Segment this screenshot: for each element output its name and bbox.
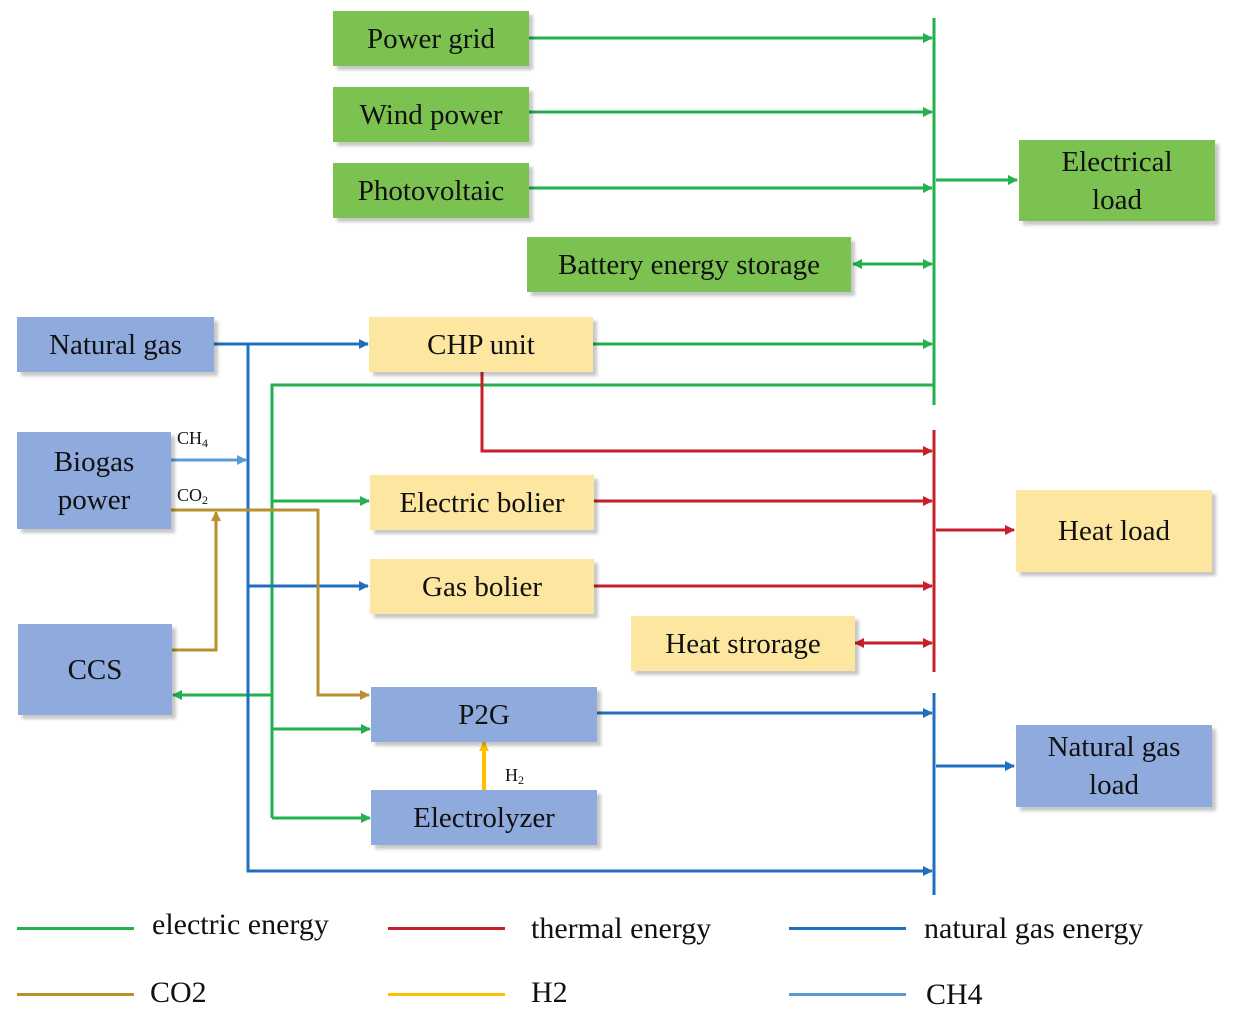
ch4-flow-label: CH4 bbox=[177, 428, 208, 453]
wind-power-label: Wind power bbox=[359, 98, 503, 131]
heat-load-node: Heat load bbox=[1016, 490, 1212, 572]
electrolyzer-label: Electrolyzer bbox=[413, 801, 555, 834]
natural-gas-load-label-line2: load bbox=[1089, 769, 1139, 801]
electric-flows bbox=[172, 18, 1018, 823]
co2-flow-label-main: CO bbox=[177, 485, 203, 505]
heat-storage-node: Heat strorage bbox=[631, 616, 855, 671]
natural-gas-label: Natural gas bbox=[49, 328, 182, 361]
legend-swatch-gas bbox=[789, 927, 906, 930]
legend-swatch-electric bbox=[17, 927, 134, 930]
co2-flow-label-sub: 2 bbox=[202, 493, 209, 507]
gas-flows bbox=[214, 339, 1015, 895]
legend-label-co2: CO2 bbox=[150, 976, 207, 1009]
electrical-load-label-line1: Electrical bbox=[1061, 145, 1173, 178]
p2g-node: P2G bbox=[371, 687, 597, 742]
power-grid-node: Power grid bbox=[333, 11, 529, 66]
ccs-label: CCS bbox=[67, 653, 123, 686]
legend-label-ch4: CH4 bbox=[926, 978, 983, 1011]
legend-swatch-ch4 bbox=[789, 993, 906, 996]
legend-label-gas: natural gas energy bbox=[924, 912, 1144, 945]
natural-gas-load-label-line1: Natural gas bbox=[1047, 731, 1181, 763]
h2-flow-label-sub: 2 bbox=[518, 773, 524, 787]
gas-boiler-label: Gas bolier bbox=[422, 570, 542, 603]
electric-boiler-label: Electric bolier bbox=[399, 486, 565, 519]
co2-flows bbox=[171, 508, 370, 700]
h2-flow-label-main: H bbox=[505, 765, 518, 785]
legend-label-thermal: thermal energy bbox=[531, 912, 712, 945]
ch4-flow-label-sub: 4 bbox=[202, 436, 209, 450]
electrical-load-node: Electrical load bbox=[1019, 140, 1215, 221]
electrical-load-label-line2: load bbox=[1092, 183, 1142, 216]
legend-swatch-h2 bbox=[388, 993, 505, 996]
chp-unit-node: CHP unit bbox=[369, 317, 593, 372]
photovoltaic-label: Photovoltaic bbox=[357, 174, 505, 207]
h2-flow-label: H2 bbox=[505, 765, 524, 790]
gas-boiler-node: Gas bolier bbox=[370, 559, 594, 614]
wind-power-node: Wind power bbox=[333, 87, 529, 142]
legend-swatch-co2 bbox=[17, 993, 134, 996]
legend-label-electric: electric energy bbox=[152, 908, 329, 941]
biogas-power-label-line1: Biogas bbox=[53, 445, 135, 478]
natural-gas-node: Natural gas bbox=[17, 317, 214, 372]
electric-boiler-node: Electric bolier bbox=[370, 475, 594, 530]
chp-unit-label: CHP unit bbox=[427, 328, 535, 361]
ch4-flow-label-main: CH bbox=[177, 428, 203, 448]
thermal-flows bbox=[480, 370, 1015, 672]
biogas-power-label-line2: power bbox=[57, 483, 131, 516]
power-grid-label: Power grid bbox=[366, 22, 496, 55]
battery-storage-node: Battery energy storage bbox=[527, 237, 851, 292]
heat-storage-label: Heat strorage bbox=[665, 627, 821, 660]
p2g-label: P2G bbox=[458, 698, 510, 731]
heat-load-label: Heat load bbox=[1058, 515, 1170, 547]
legend-swatch-thermal bbox=[388, 927, 505, 930]
ccs-node: CCS bbox=[18, 624, 172, 715]
co2-flow-label: CO2 bbox=[177, 485, 208, 510]
electrolyzer-node: Electrolyzer bbox=[371, 790, 597, 845]
legend-label-h2: H2 bbox=[531, 976, 568, 1009]
photovoltaic-node: Photovoltaic bbox=[333, 163, 529, 218]
natural-gas-load-node: Natural gas load bbox=[1016, 725, 1212, 807]
biogas-power-node: Biogas power bbox=[17, 432, 171, 529]
battery-storage-label: Battery energy storage bbox=[558, 248, 820, 281]
